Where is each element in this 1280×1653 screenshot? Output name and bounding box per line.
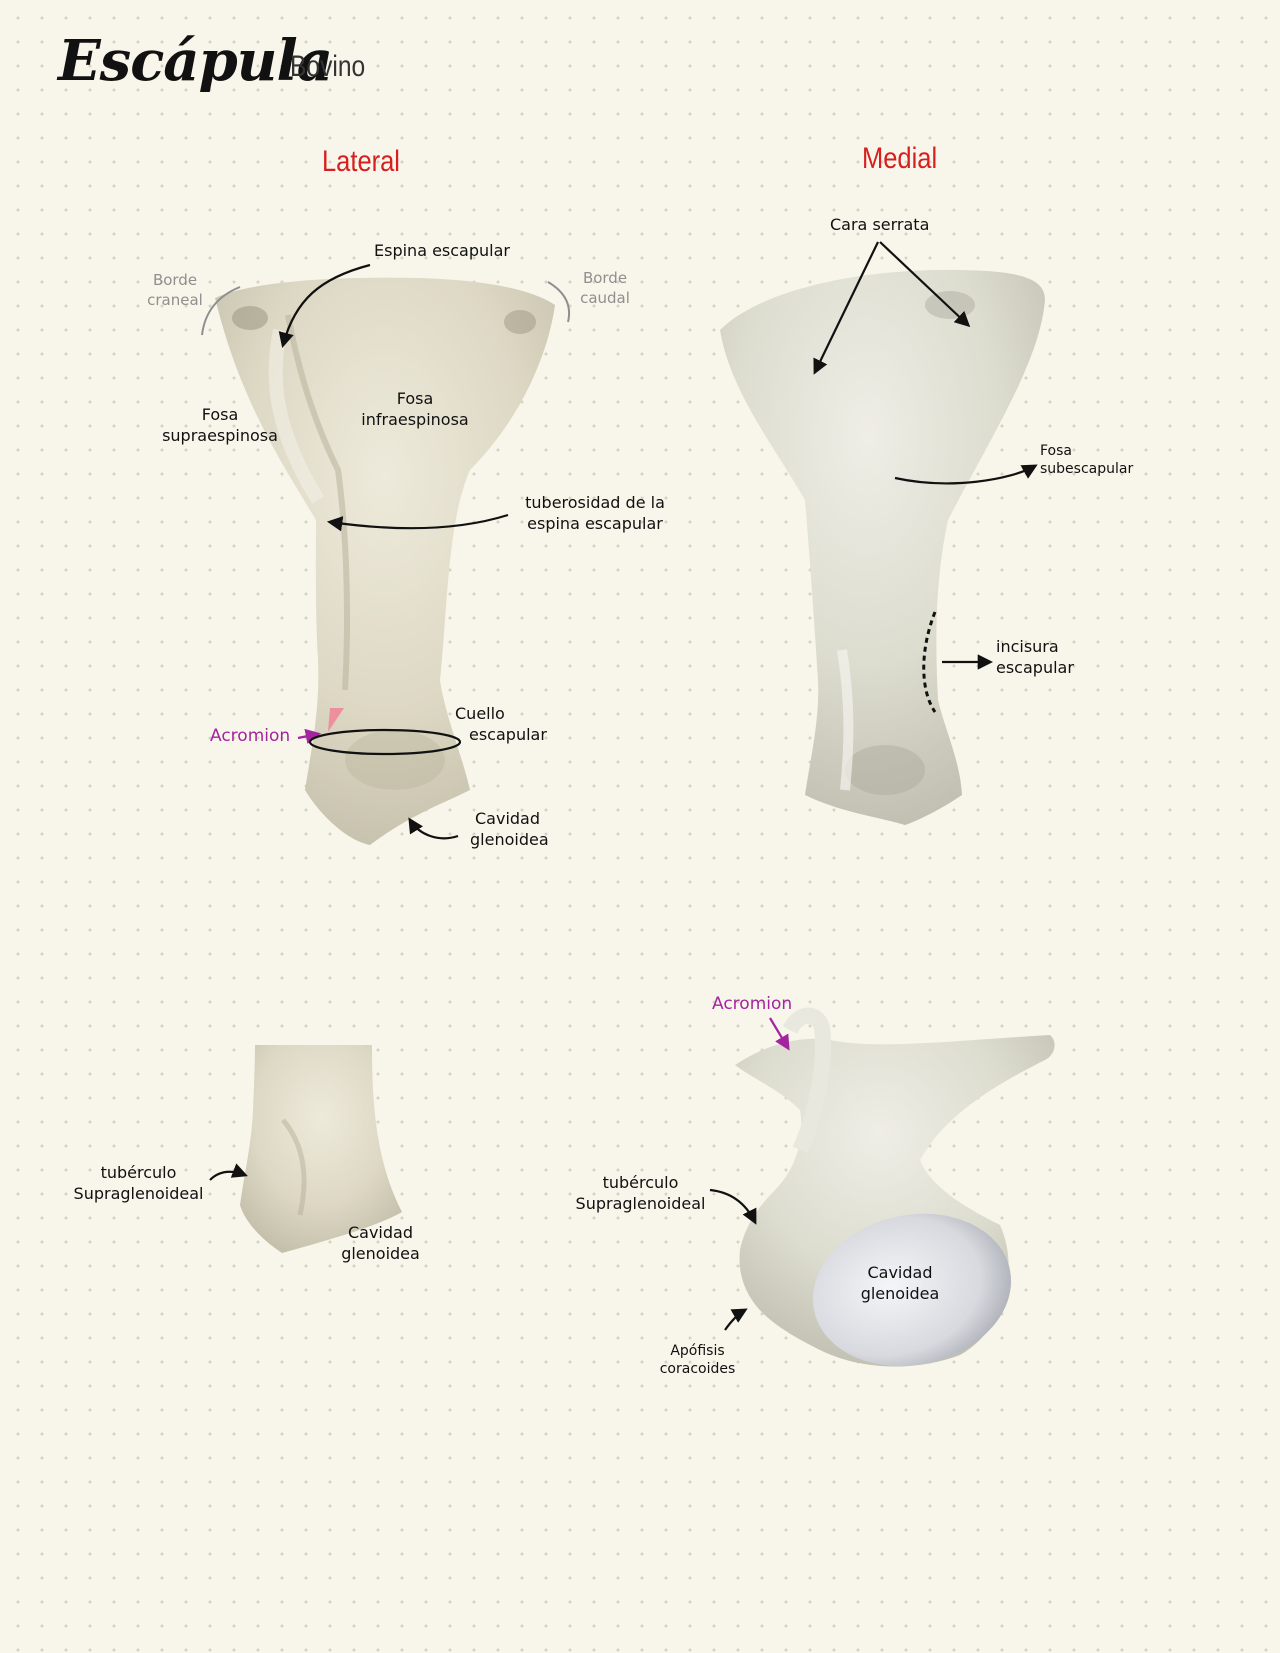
medial-view-title: Medial — [862, 142, 938, 175]
acromion-marker — [328, 708, 344, 732]
label-espina-escapular: Espina escapular — [374, 241, 510, 260]
label-acromion: Acromion — [210, 726, 291, 746]
label-cara-serrata: Cara serrata — [830, 215, 930, 234]
label-acromion-2: Acromion — [712, 994, 793, 1014]
detail-ventral-bone — [735, 1007, 1055, 1367]
detail-pointers — [209, 1017, 790, 1331]
lateral-scapula-bone — [215, 277, 555, 846]
page-title: Escápula — [58, 28, 333, 94]
lateral-pointers — [278, 263, 509, 840]
medial-scapula-bone — [720, 269, 1045, 825]
page-subtitle: Bovino — [290, 50, 366, 83]
border-brackets — [201, 281, 570, 336]
lateral-view-title: Lateral — [322, 145, 400, 178]
detail-lateral-bone — [240, 1045, 402, 1253]
medial-pointers — [813, 241, 1038, 713]
